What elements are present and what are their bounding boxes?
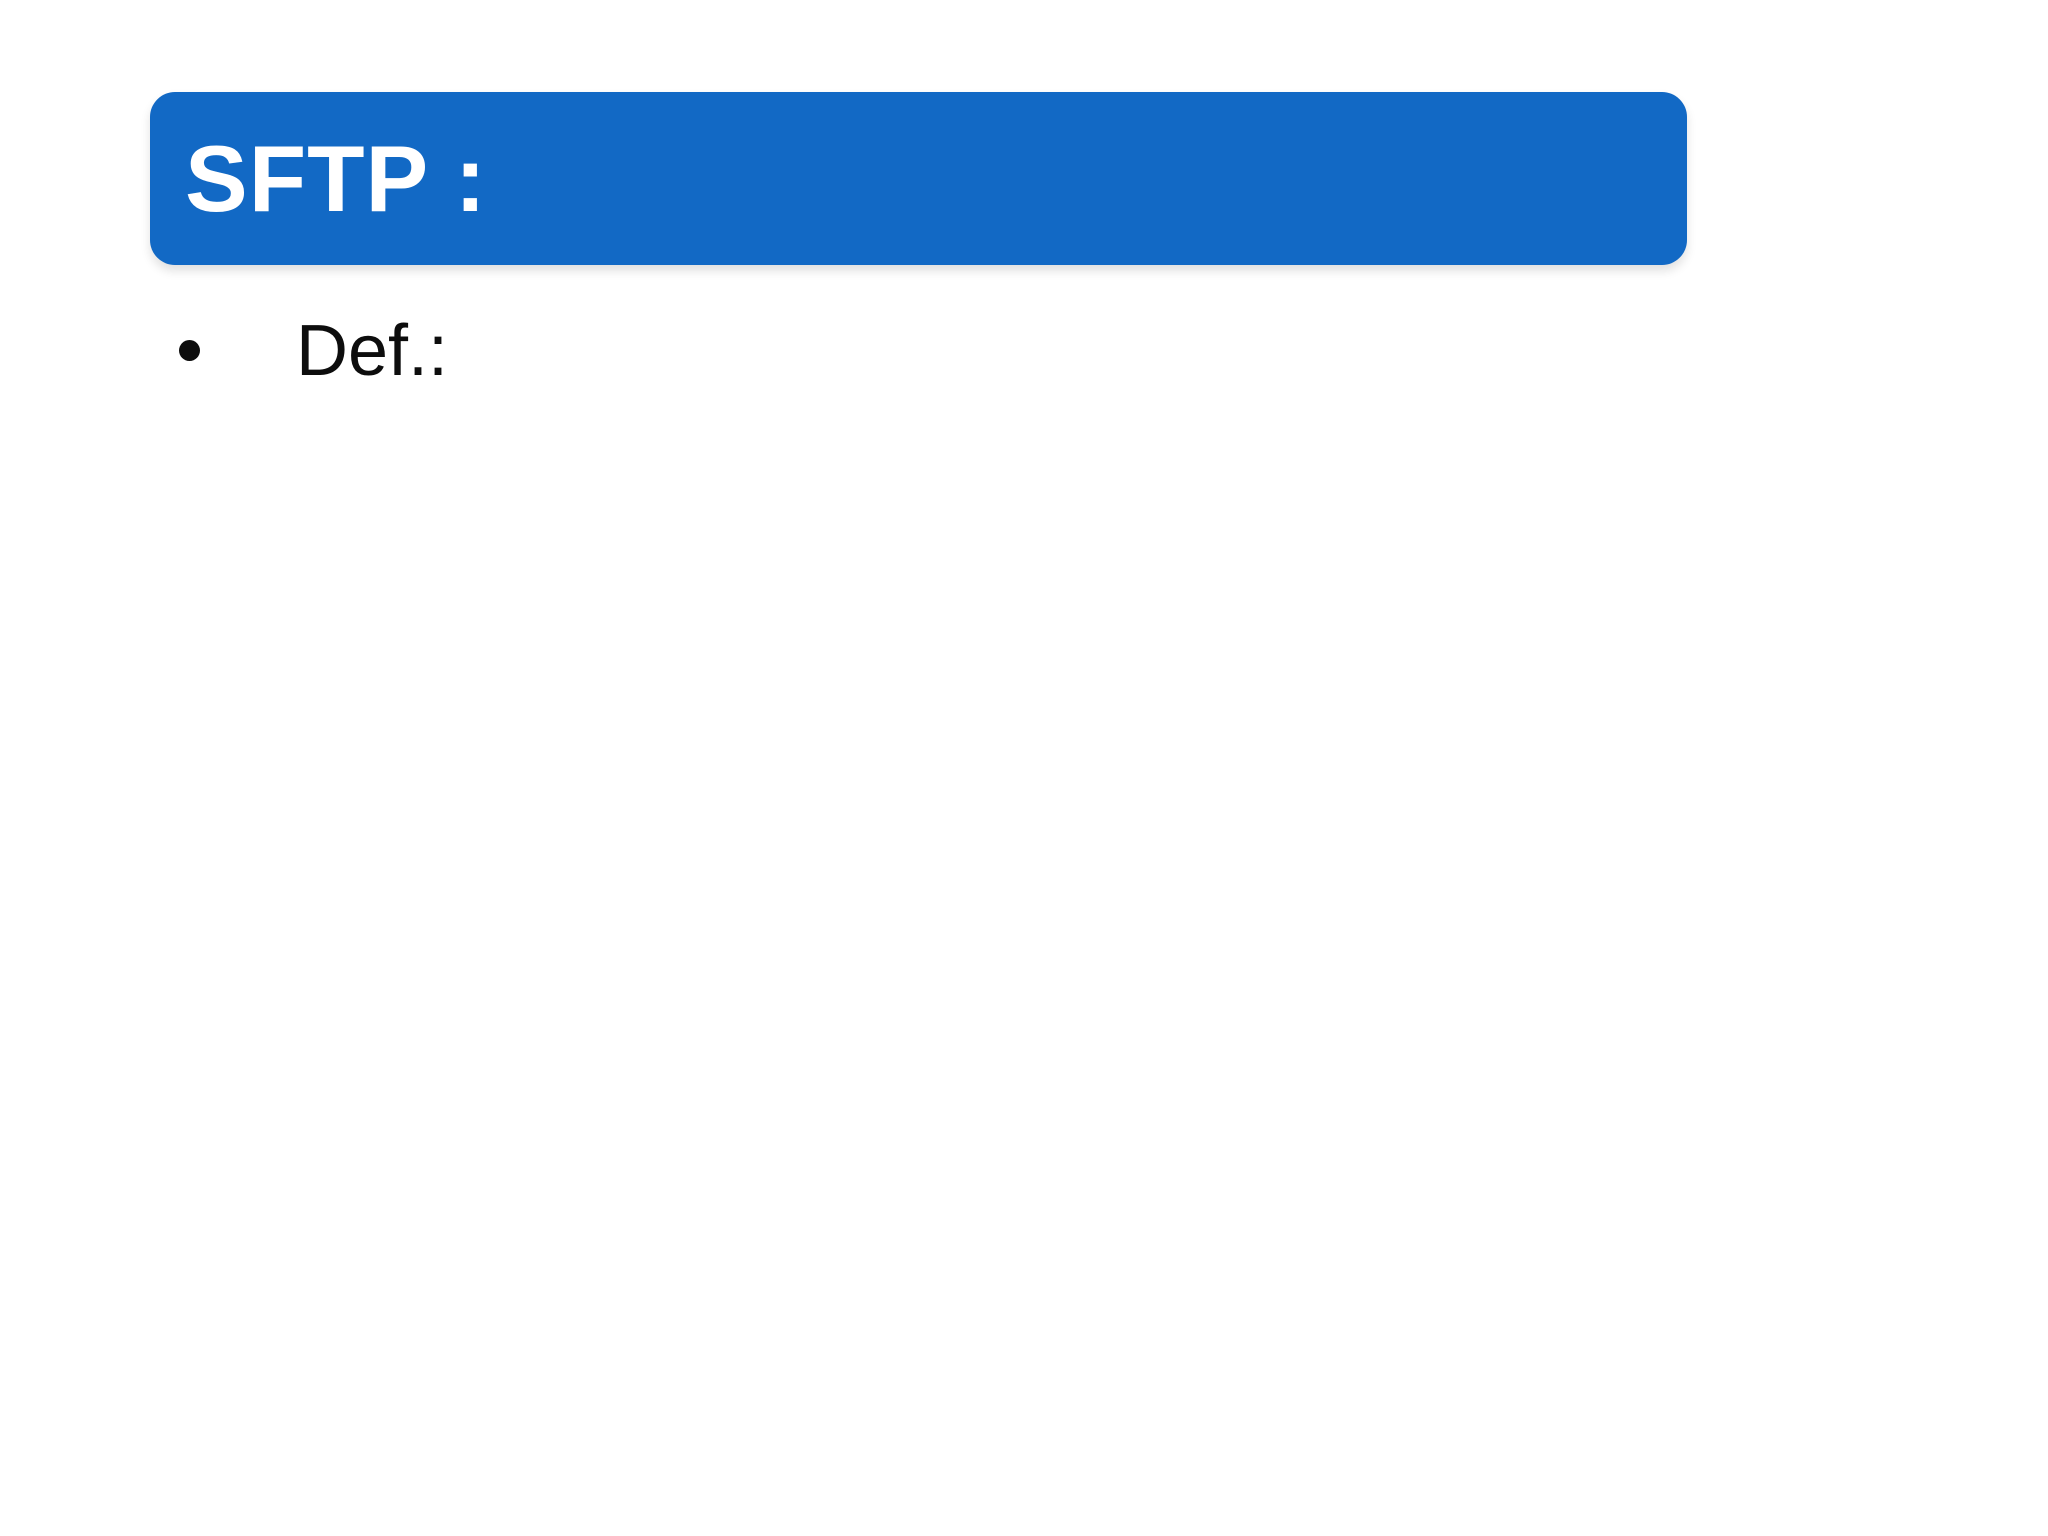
slide-title: SFTP : [185, 125, 487, 231]
bullet-dot-icon [179, 340, 200, 361]
bullet-label: Def.: [296, 311, 449, 391]
title-bar: SFTP : [150, 92, 1687, 265]
